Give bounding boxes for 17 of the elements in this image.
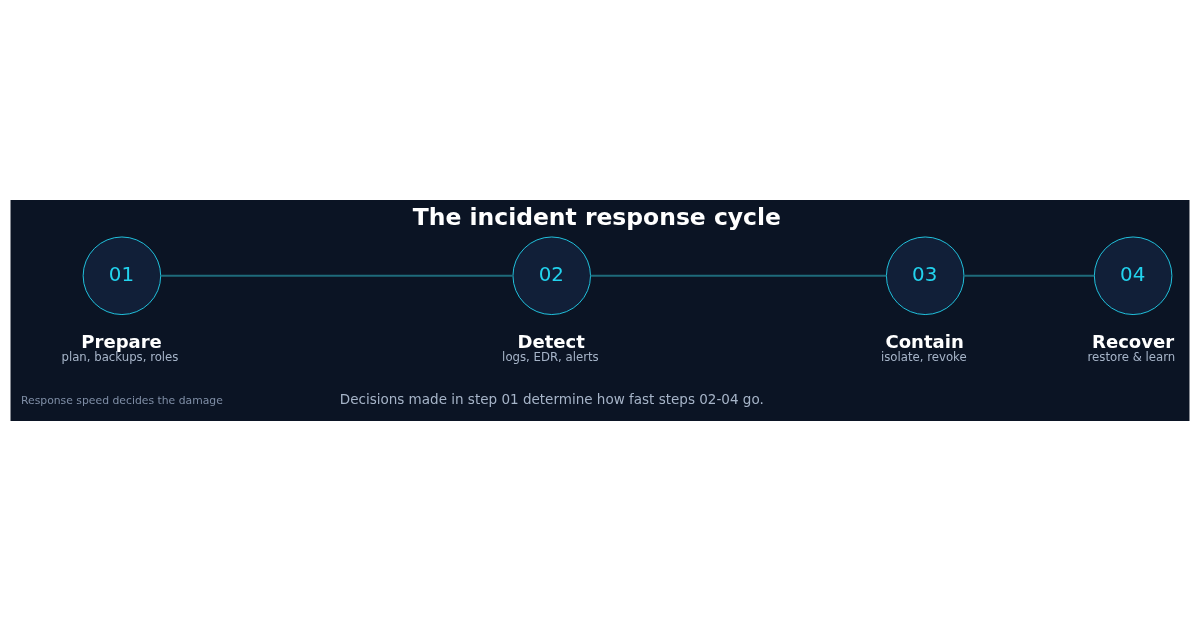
node-circle: 04	[1093, 236, 1173, 315]
node-circle: 02	[512, 236, 591, 315]
node-circle: 01	[82, 236, 162, 315]
label: Decisions made in step 01 determine how fast steps 02-04 go.	[339, 390, 764, 407]
node-label: logs, EDR, alerts	[502, 349, 599, 364]
node-label: Detect	[517, 330, 585, 352]
node-label: Contain	[885, 330, 964, 352]
label: Response speed decides the damage	[20, 393, 223, 407]
node-label: restore & learn	[1087, 349, 1176, 364]
node-circle: 03	[885, 236, 965, 315]
diagram-title: The incident response cycle	[412, 202, 781, 231]
node-label: isolate, revoke	[880, 349, 967, 364]
node-label: Recover	[1092, 330, 1175, 352]
connector	[589, 274, 888, 277]
node-label: Prepare	[81, 330, 162, 352]
connector	[963, 274, 1095, 277]
connector	[159, 274, 514, 277]
